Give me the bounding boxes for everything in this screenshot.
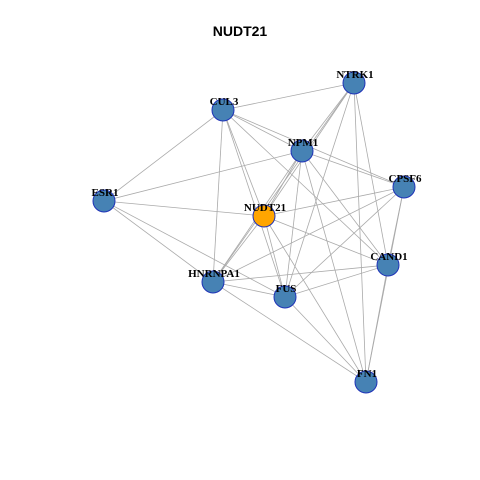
- edge-esr1-nudt21: [103, 200, 265, 217]
- edge-cul3-fus: [222, 109, 286, 298]
- node-label-cul3: CUL3: [210, 96, 239, 108]
- edge-npm1-esr1: [103, 150, 303, 202]
- edges-layer: [103, 82, 405, 383]
- edge-cand1-hnrnpa1: [212, 264, 389, 283]
- nodes-layer: NUDT21 NTRK1CUL3NPM1CPSF6ESR1CAND1HNRNPA1…: [92, 69, 423, 394]
- edge-cul3-cpsf6: [222, 109, 405, 188]
- edge-npm1-cand1: [301, 150, 389, 266]
- edge-nudt21-hnrnpa1: [212, 215, 265, 283]
- edge-npm1-fn1: [301, 150, 367, 383]
- node-circle-fus: [273, 285, 297, 309]
- node-label-esr1: ESR1: [92, 187, 119, 199]
- node-circle-nudt21: [252, 204, 276, 228]
- node-label-hnrnpa1: HNRNPA1: [188, 268, 240, 280]
- edge-cul3-nudt21: [222, 109, 265, 217]
- node-label-cand1: CAND1: [370, 251, 407, 263]
- edge-esr1-hnrnpa1: [103, 200, 214, 283]
- edge-npm1-cpsf6: [301, 150, 405, 188]
- node-cul3: CUL3: [210, 96, 239, 122]
- edge-ntrk1-fn1: [353, 82, 367, 383]
- node-npm1: NPM1: [288, 137, 319, 163]
- node-circle-npm1: [290, 139, 314, 163]
- edge-cand1-fn1: [365, 264, 389, 383]
- node-label-cpsf6: CPSF6: [389, 173, 423, 185]
- edge-esr1-fus: [103, 200, 286, 298]
- edge-nudt21-fn1: [263, 215, 367, 383]
- edge-nudt21-fus: [263, 215, 286, 298]
- node-esr1: ESR1: [92, 187, 119, 213]
- node-circle-cpsf6: [392, 175, 416, 199]
- node-circle-esr1: [92, 189, 116, 213]
- node-label-npm1: NPM1: [288, 137, 319, 149]
- edge-fus-fn1: [284, 296, 367, 383]
- edge-hnrnpa1-fus: [212, 281, 286, 298]
- node-nudt21: NUDT21: [244, 202, 286, 228]
- node-label-nudt21: NUDT21: [244, 202, 286, 214]
- edge-nudt21-cand1: [263, 215, 389, 266]
- edge-cul3-hnrnpa1: [212, 109, 224, 283]
- edge-cul3-npm1: [222, 109, 303, 152]
- node-label-fus: FUS: [276, 283, 297, 295]
- node-fus: FUS: [273, 283, 297, 309]
- edge-npm1-nudt21: [263, 150, 303, 217]
- edge-hnrnpa1-fn1: [212, 281, 367, 383]
- node-hnrnpa1: HNRNPA1: [188, 268, 240, 294]
- node-circle-hnrnpa1: [201, 270, 225, 294]
- edge-npm1-fus: [284, 150, 303, 298]
- edge-ntrk1-npm1: [301, 82, 355, 152]
- graph-title: NUDT21: [213, 23, 268, 39]
- edge-ntrk1-cand1: [353, 82, 389, 266]
- node-circle-cul3: [211, 98, 235, 122]
- edge-cul3-esr1: [103, 109, 224, 202]
- node-circle-fn1: [354, 370, 378, 394]
- node-fn1: FN1: [354, 368, 378, 394]
- edge-cand1-fus: [284, 264, 389, 298]
- node-circle-cand1: [376, 253, 400, 277]
- node-label-ntrk1: NTRK1: [336, 69, 373, 81]
- edge-ntrk1-fus: [284, 82, 355, 298]
- edge-cpsf6-hnrnpa1: [212, 186, 405, 283]
- node-cpsf6: CPSF6: [389, 173, 423, 199]
- edge-cul3-ntrk1: [222, 82, 355, 111]
- edge-cpsf6-nudt21: [263, 186, 405, 217]
- node-ntrk1: NTRK1: [336, 69, 374, 95]
- node-cand1: CAND1: [370, 251, 408, 277]
- edge-cpsf6-fus: [284, 186, 405, 298]
- node-label-fn1: FN1: [357, 368, 377, 380]
- node-circle-ntrk1: [342, 71, 366, 95]
